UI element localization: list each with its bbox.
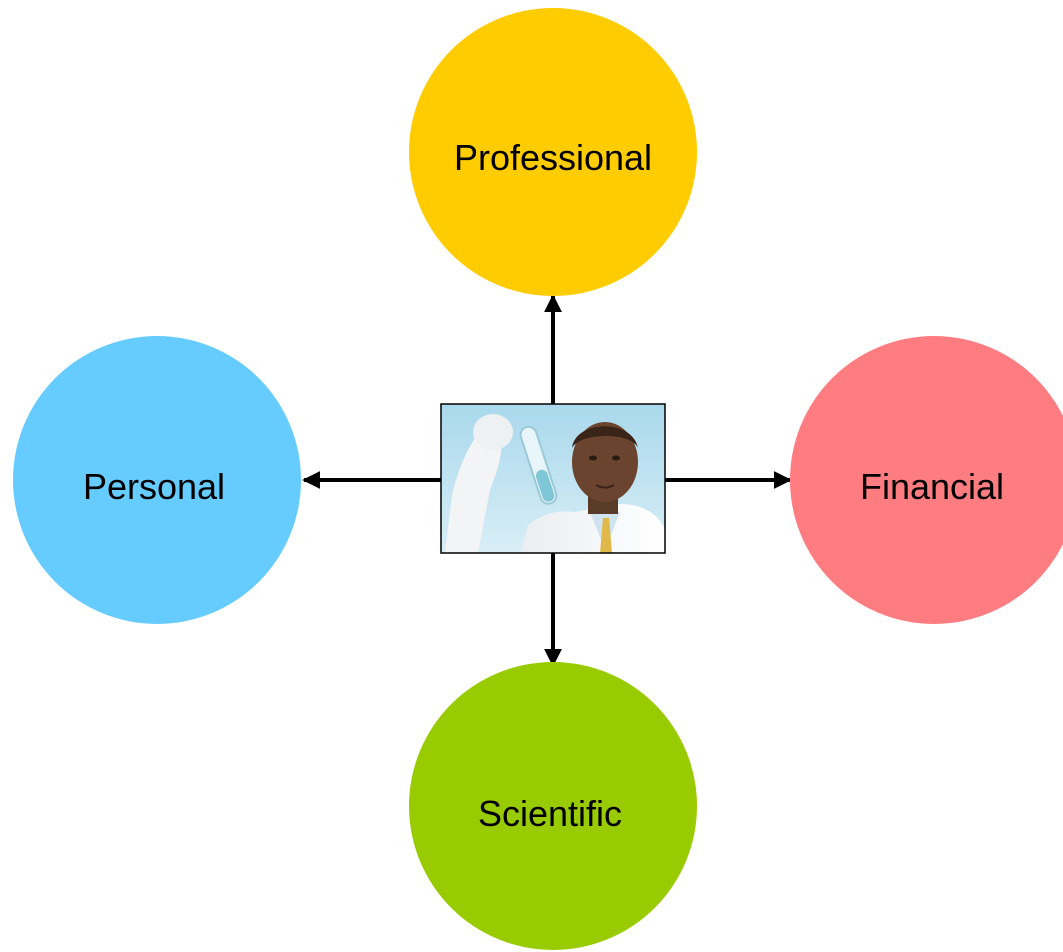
scientific-label: Scientific	[478, 793, 622, 834]
scientist-photo-icon	[440, 403, 666, 554]
scientific-circle	[409, 662, 697, 950]
professional-circle	[409, 8, 697, 296]
node-personal: Personal	[13, 336, 301, 624]
financial-label: Financial	[860, 466, 1004, 507]
financial-circle	[790, 336, 1063, 624]
node-professional: Professional	[409, 8, 697, 296]
photo-frame	[440, 403, 666, 554]
personal-circle	[13, 336, 301, 624]
node-financial: Financial	[790, 336, 1063, 624]
node-scientific: Scientific	[409, 662, 697, 950]
personal-label: Personal	[83, 466, 225, 507]
professional-label: Professional	[454, 137, 652, 178]
